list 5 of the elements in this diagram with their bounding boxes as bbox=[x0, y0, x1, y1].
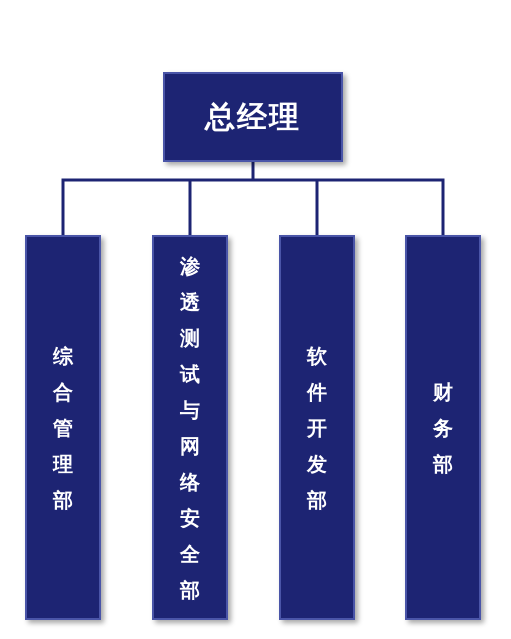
department-box: 渗透测试与网络安全部 bbox=[152, 235, 228, 620]
department-box: 软件开发部 bbox=[279, 235, 355, 620]
manager-box: 总经理 bbox=[163, 72, 343, 162]
department-box: 综合管理部 bbox=[25, 235, 101, 620]
department-box: 财务部 bbox=[405, 235, 481, 620]
